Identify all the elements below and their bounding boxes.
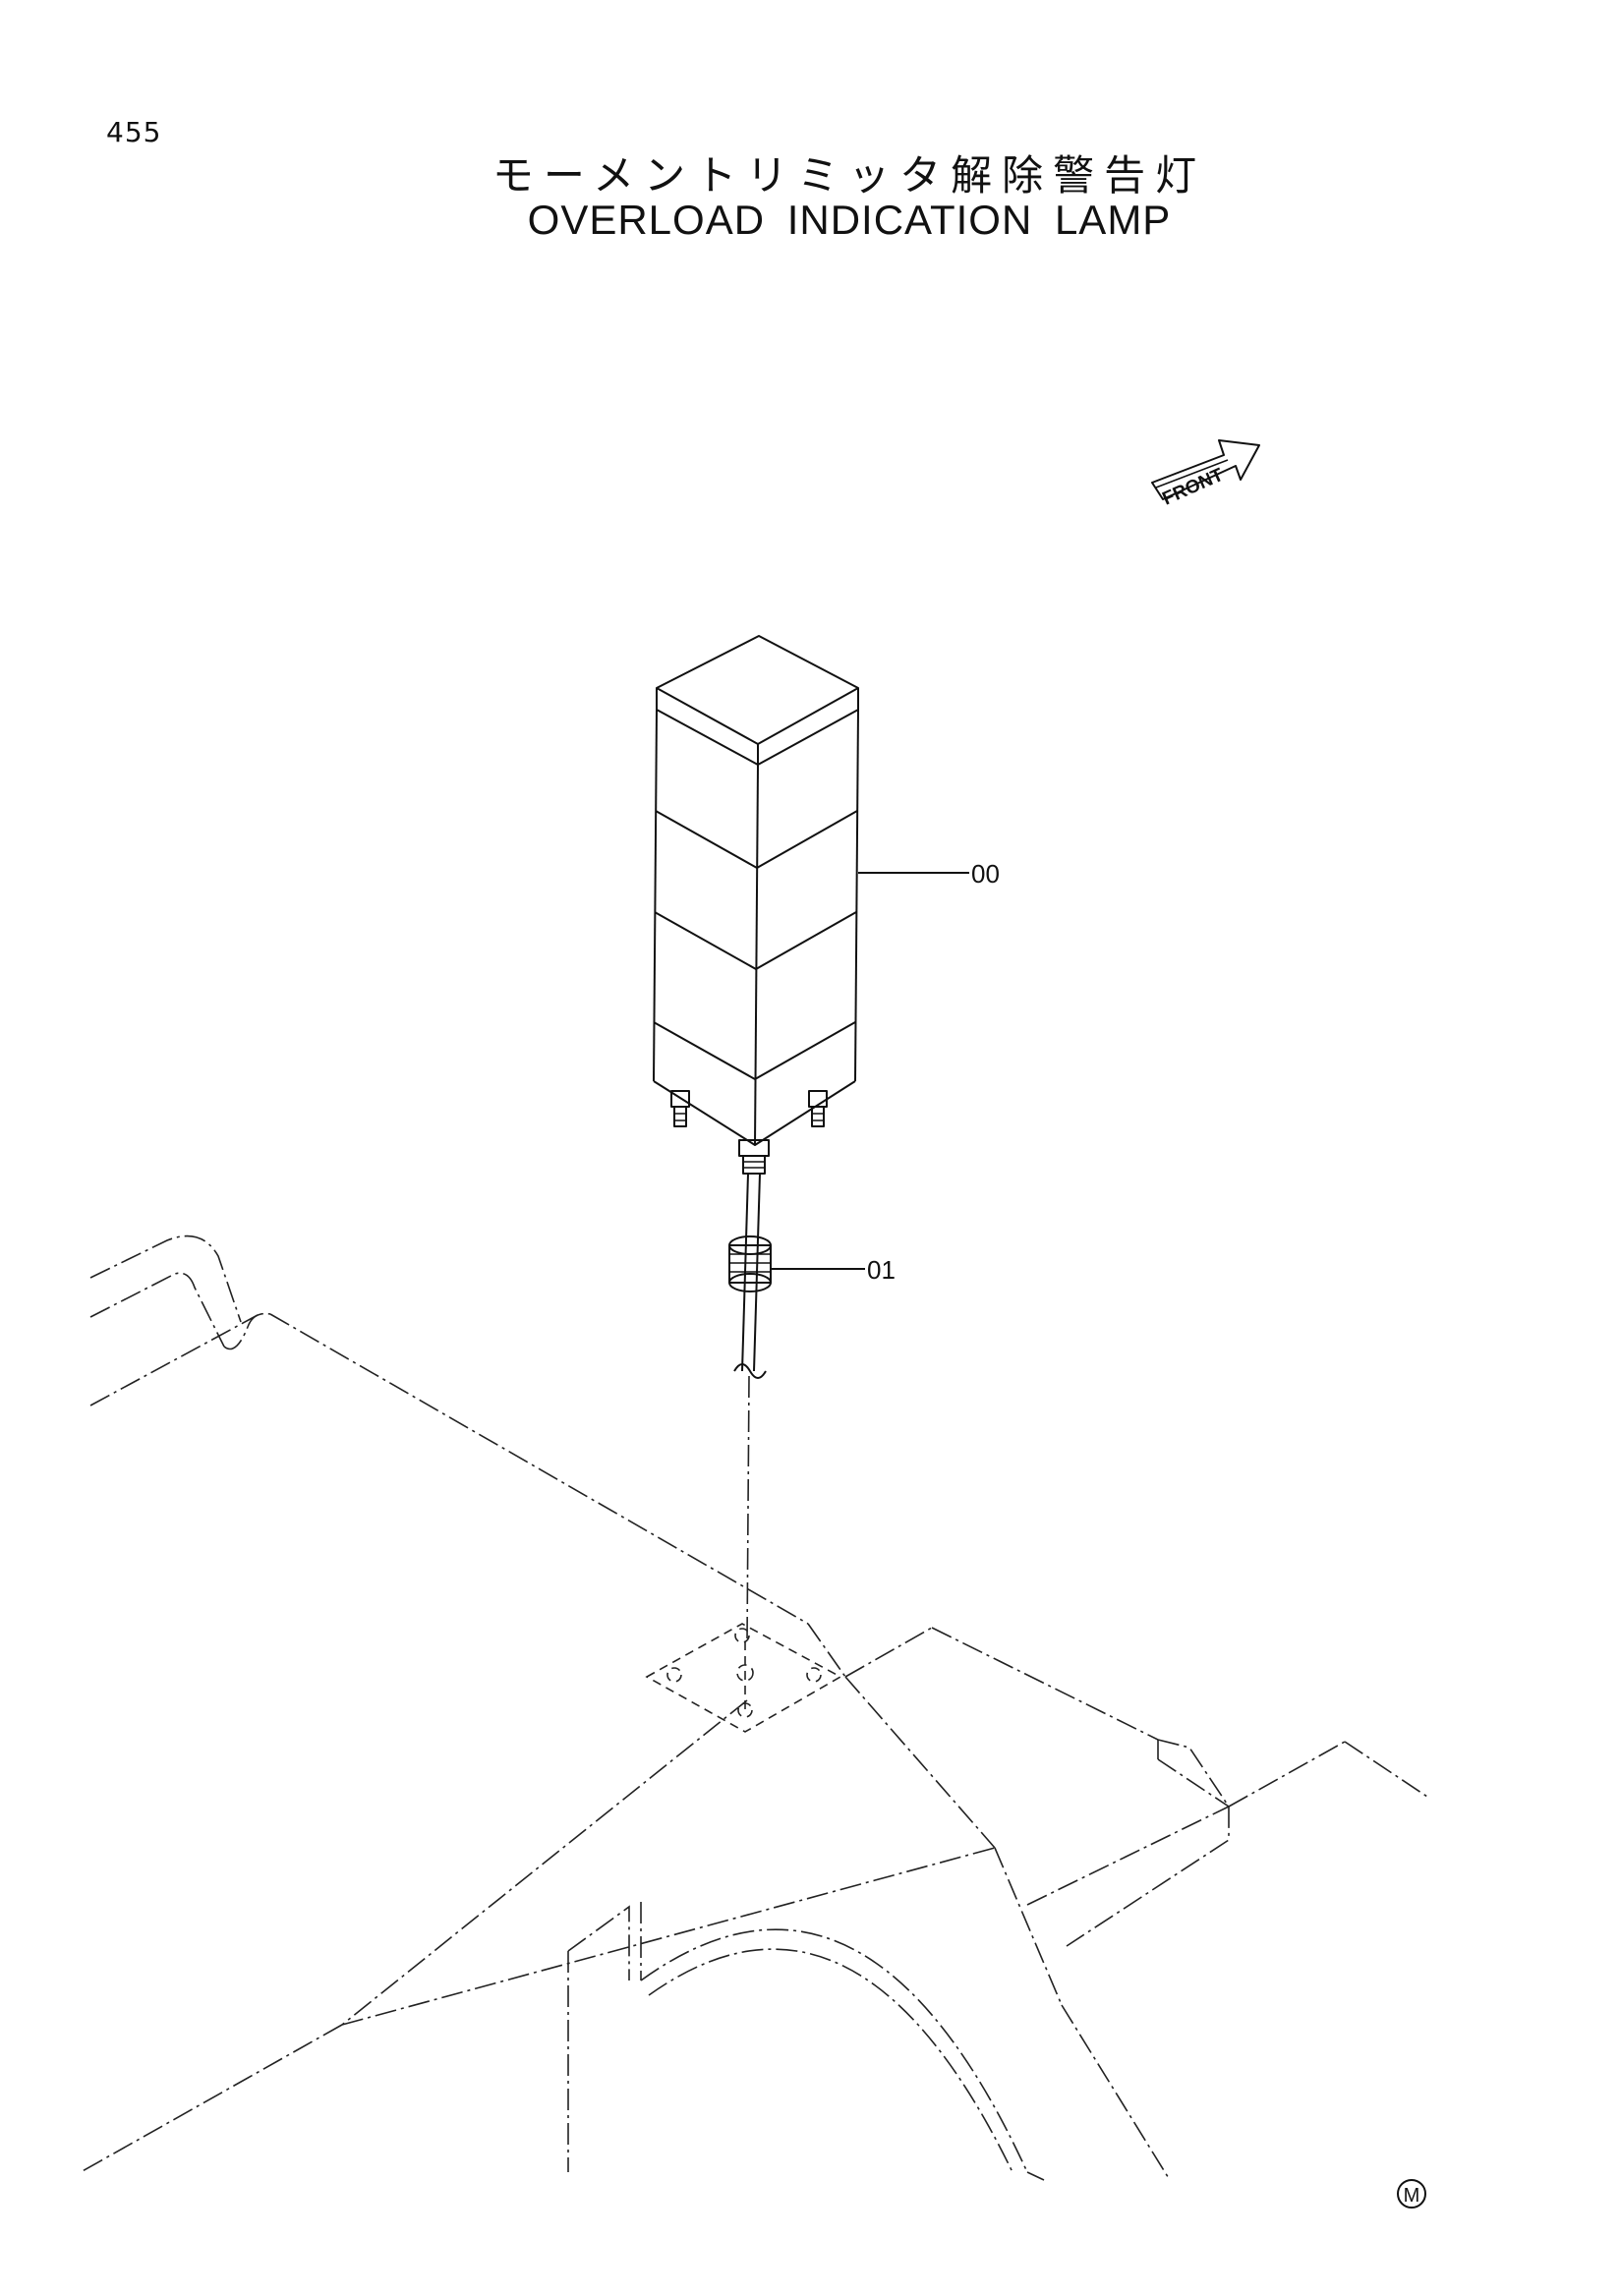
cable-grommet — [728, 1235, 772, 1292]
warning-lamp-tower — [653, 635, 859, 1175]
page-title-japanese: モーメントリミッタ解除警告灯 — [492, 151, 1207, 200]
install-centerline — [746, 1375, 750, 1642]
page-title: OVERLOAD INDICATION LAMP — [527, 197, 1172, 243]
callout-01: 01 — [771, 1255, 896, 1285]
manufacturer-mark: M — [1397, 2179, 1426, 2209]
mounting-footprint — [645, 1623, 842, 1733]
callout-label-01: 01 — [867, 1255, 896, 1285]
front-arrow-icon: FRONT — [1151, 439, 1260, 510]
callout-label-00: 00 — [971, 859, 1000, 889]
manufacturer-mark-letter: M — [1404, 2185, 1420, 2207]
front-label: FRONT — [1159, 465, 1227, 510]
page-number: 455 — [106, 116, 162, 148]
machine-cab-outline — [80, 1234, 1431, 2181]
callout-00: 00 — [858, 859, 1000, 889]
